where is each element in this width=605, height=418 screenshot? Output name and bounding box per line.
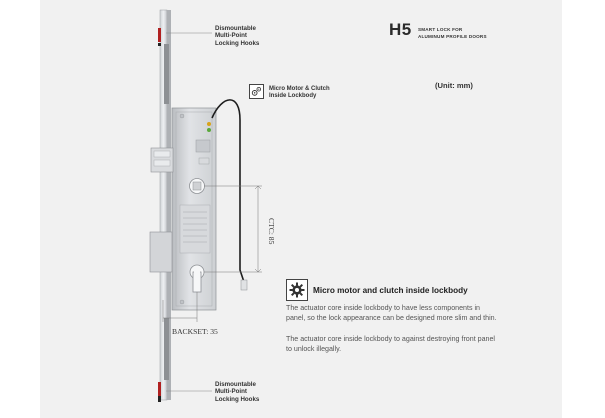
product-panel xyxy=(40,0,562,418)
top-hooks-label: Dismountable Multi-Point Locking Hooks xyxy=(215,25,260,47)
faceplate-edge xyxy=(167,10,171,400)
bottom-hook-marker xyxy=(158,382,161,396)
motor-cable xyxy=(211,99,245,283)
gear-cluster-icon xyxy=(251,86,262,96)
feature-paragraph-2: The actuator core inside lockbody to aga… xyxy=(286,335,495,353)
feature-paragraph-1: The actuator core inside lockbody to hav… xyxy=(286,304,497,322)
feature-icon-box xyxy=(286,279,308,301)
model-subtitle: SMART LOCK FOR ALUMINUM PROFILE DOORS xyxy=(418,27,487,40)
feature-title: Micro motor and clutch inside lockbody xyxy=(313,286,468,295)
bottom-hooks-label: Dismountable Multi-Point Locking Hooks xyxy=(215,381,260,403)
top-hook-marker xyxy=(158,28,161,42)
subtitle-line-2: ALUMINUM PROFILE DOORS xyxy=(418,33,487,39)
model-title: H5 xyxy=(389,20,412,39)
deadbolt xyxy=(149,231,173,273)
subtitle-line-1: SMART LOCK FOR xyxy=(418,27,463,32)
ctc-dimension-label: CTC: 85 xyxy=(267,218,276,245)
unit-label: (Unit: mm) xyxy=(435,81,473,90)
indicator-led xyxy=(207,122,211,126)
backset-dimension-label: BACKSET: 35 xyxy=(172,327,218,336)
motor-icon-box xyxy=(249,84,264,99)
gear-icon xyxy=(289,282,305,298)
cable-connector xyxy=(240,279,248,291)
motor-callout-label: Micro Motor & Clutch Inside Lockbody xyxy=(269,86,330,100)
